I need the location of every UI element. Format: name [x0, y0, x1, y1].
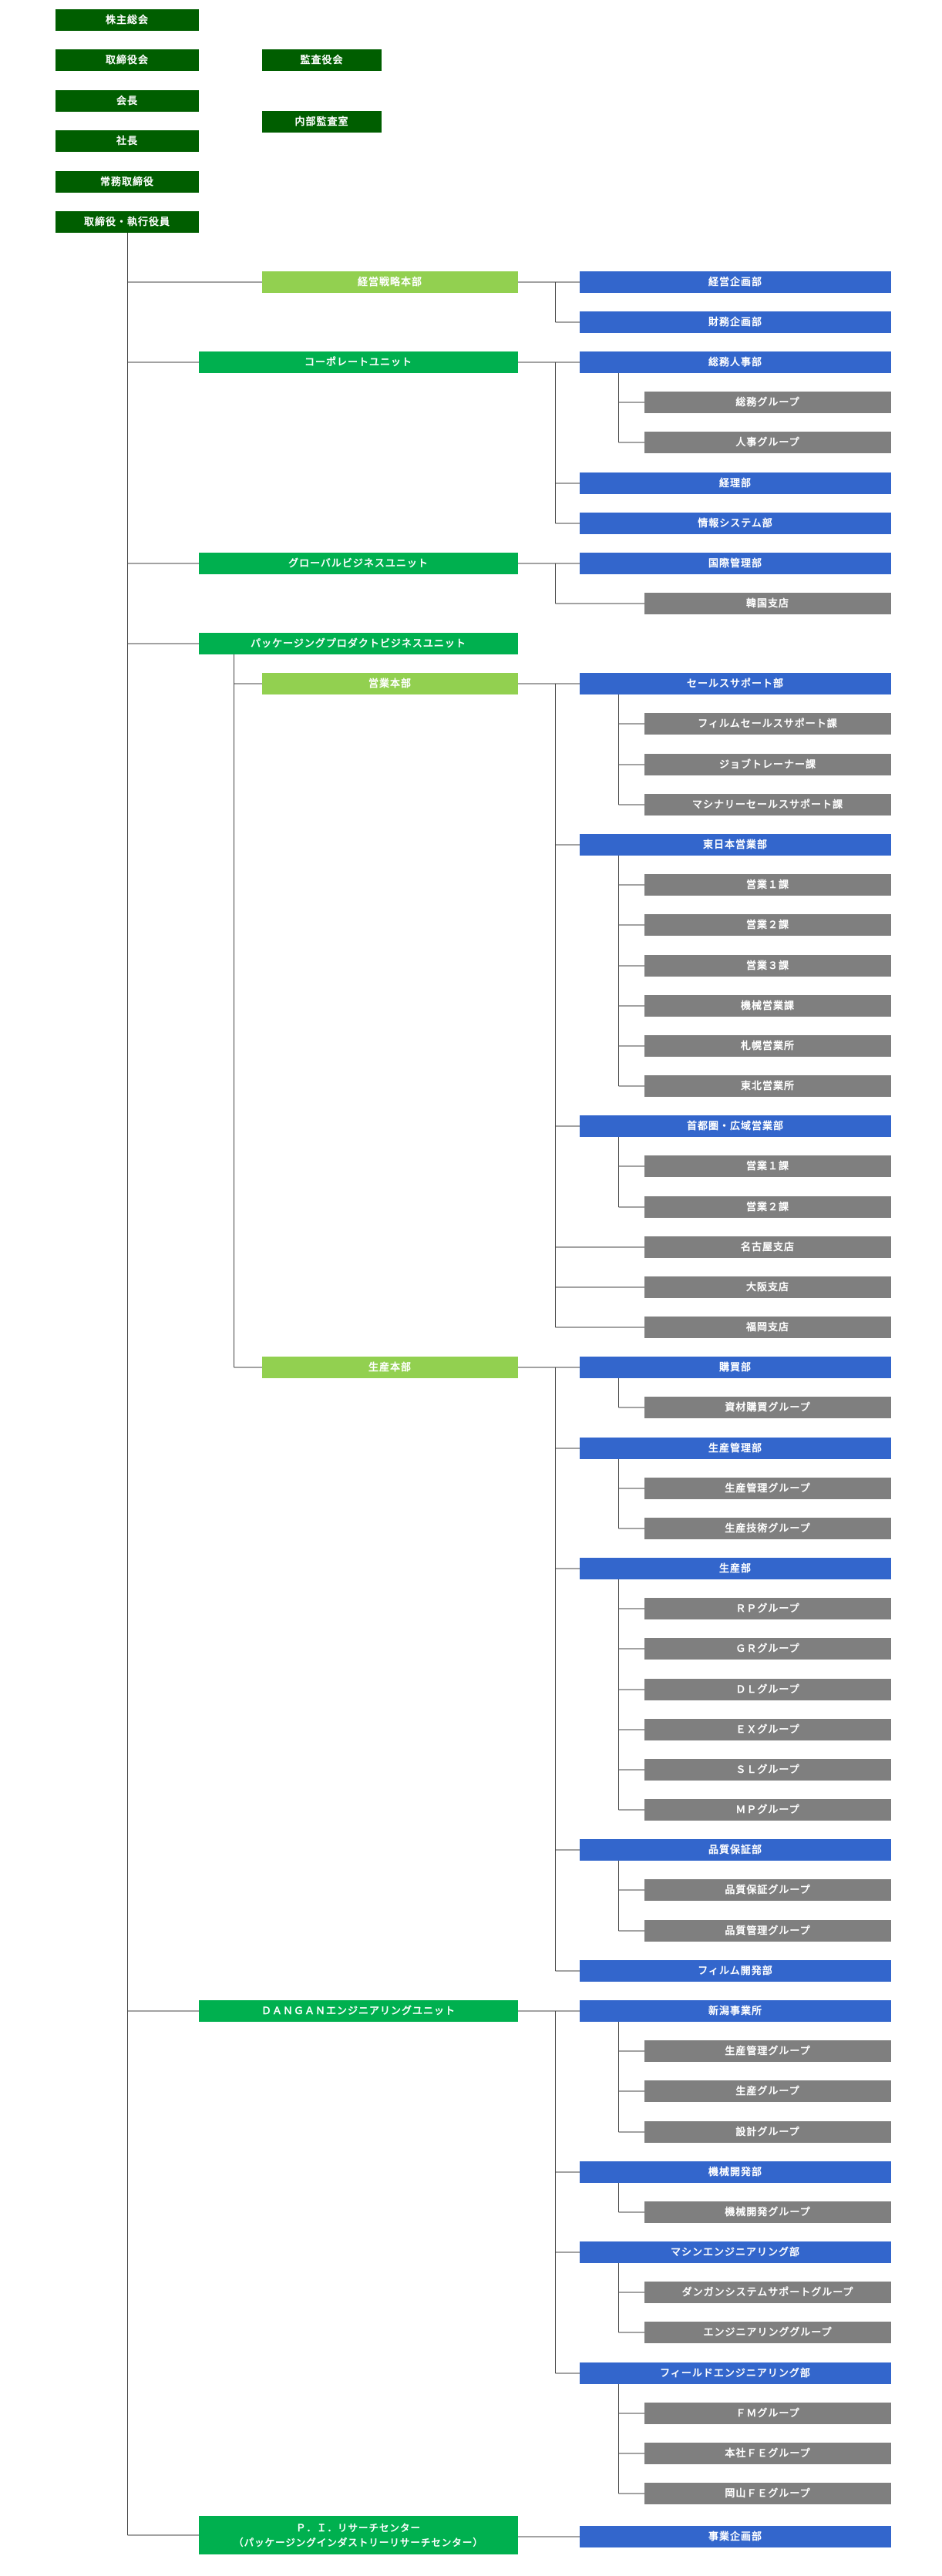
org-node-chairman: 会長	[56, 90, 199, 112]
org-node-fm-group: ＦＭグループ	[644, 2403, 891, 2424]
org-node-machine-development-group: 機械開発グループ	[644, 2201, 891, 2223]
org-node-job-trainer: ジョブトレーナー課	[644, 754, 891, 775]
org-node-pi-research-center: Ｐ．Ｉ．リサーチセンター （パッケージングインダストリーリサーチセンター）	[199, 2516, 518, 2554]
org-node-officers: 取締役・執行役員	[56, 211, 199, 233]
org-node-design-group: 設計グループ	[644, 2121, 891, 2143]
org-node-audit-board: 監査役会	[262, 49, 382, 71]
org-node-it-systems: 情報システム部	[580, 513, 891, 534]
org-node-nagoya-branch: 名古屋支店	[644, 1236, 891, 1258]
org-node-hr-group: 人事グループ	[644, 432, 891, 453]
org-node-hq-fe-group: 本社ＦＥグループ	[644, 2443, 891, 2464]
org-node-business-planning: 事業企画部	[580, 2526, 891, 2547]
org-node-film-sales-support: フィルムセールスサポート課	[644, 713, 891, 735]
org-node-sales-support: セールスサポート部	[580, 673, 891, 694]
org-node-mp-group: ＭＰグループ	[644, 1799, 891, 1821]
org-node-osaka-branch: 大阪支店	[644, 1276, 891, 1298]
org-node-dl-group: ＤＬグループ	[644, 1679, 891, 1700]
org-node-global-unit: グローバルビジネスユニット	[199, 553, 518, 574]
org-node-purchasing: 購買部	[580, 1357, 891, 1378]
org-node-niigata-production-control: 生産管理グループ	[644, 2040, 891, 2062]
org-node-packaging-unit: パッケージングプロダクトビジネスユニット	[199, 633, 518, 654]
org-node-sales-hq: 営業本部	[262, 673, 518, 694]
org-node-corp-planning: 経営企画部	[580, 271, 891, 293]
org-node-east-japan-sales: 東日本営業部	[580, 834, 891, 856]
org-node-machine-engineering: マシンエンジニアリング部	[580, 2241, 891, 2263]
org-node-president: 社長	[56, 130, 199, 152]
org-node-quality-assurance: 品質保証部	[580, 1839, 891, 1861]
org-node-tohoku-office: 東北営業所	[644, 1075, 891, 1097]
org-node-ex-group: ＥＸグループ	[644, 1719, 891, 1740]
org-node-internal-audit: 内部監査室	[262, 111, 382, 133]
org-node-niigata-office: 新潟事業所	[580, 2000, 891, 2022]
org-node-finance-planning: 財務企画部	[580, 311, 891, 333]
org-node-production-control-group: 生産管理グループ	[644, 1478, 891, 1499]
org-node-production-control: 生産管理部	[580, 1438, 891, 1459]
org-node-niigata-production: 生産グループ	[644, 2080, 891, 2102]
org-node-fukuoka-branch: 福岡支店	[644, 1317, 891, 1338]
org-node-qc-group: 品質管理グループ	[644, 1920, 891, 1942]
org-node-qa-group: 品質保証グループ	[644, 1879, 891, 1901]
org-node-field-engineering: フィールドエンジニアリング部	[580, 2362, 891, 2384]
org-node-general-hr: 総務人事部	[580, 351, 891, 373]
org-node-sl-group: ＳＬグループ	[644, 1759, 891, 1781]
org-node-engineering-group: エンジニアリンググループ	[644, 2322, 891, 2343]
org-node-managing-directors: 常務取締役	[56, 171, 199, 193]
org-node-dangan-system-support: ダンガンシステムサポートグループ	[644, 2282, 891, 2303]
org-node-board: 取締役会	[56, 49, 199, 71]
org-node-east-sales-1: 営業１課	[644, 874, 891, 896]
org-node-machinery-sales-support: マシナリーセールスサポート課	[644, 794, 891, 816]
org-node-film-development: フィルム開発部	[580, 1960, 891, 1982]
org-node-materials-group: 資材購買グループ	[644, 1397, 891, 1418]
org-node-rp-group: ＲＰグループ	[644, 1598, 891, 1619]
org-node-accounting: 経理部	[580, 472, 891, 494]
org-node-korea-branch: 韓国支店	[644, 593, 891, 614]
org-node-strategy-hq: 経営戦略本部	[262, 271, 518, 293]
org-node-intl-management: 国際管理部	[580, 553, 891, 574]
org-node-general-affairs-group: 総務グループ	[644, 392, 891, 413]
org-node-east-sales-2: 営業２課	[644, 914, 891, 936]
org-node-production: 生産部	[580, 1558, 891, 1579]
org-node-machine-sales: 機械営業課	[644, 995, 891, 1017]
org-node-corporate-unit: コーポレートユニット	[199, 351, 518, 373]
org-node-production-hq: 生産本部	[262, 1357, 518, 1378]
org-node-sapporo-office: 札幌営業所	[644, 1035, 891, 1057]
org-node-metro-sales-1: 営業１課	[644, 1155, 891, 1177]
org-node-production-tech-group: 生産技術グループ	[644, 1518, 891, 1539]
org-node-metro-sales-2: 営業２課	[644, 1196, 891, 1218]
org-node-metro-sales: 首都圏・広域営業部	[580, 1115, 891, 1137]
org-node-dangan-unit: ＤＡＮＧＡＮエンジニアリングユニット	[199, 2000, 518, 2022]
org-node-machine-development: 機械開発部	[580, 2161, 891, 2183]
org-node-shareholders: 株主総会	[56, 9, 199, 31]
org-node-gr-group: ＧＲグループ	[644, 1638, 891, 1660]
org-node-east-sales-3: 営業３課	[644, 955, 891, 977]
org-node-okayama-fe-group: 岡山ＦＥグループ	[644, 2483, 891, 2504]
